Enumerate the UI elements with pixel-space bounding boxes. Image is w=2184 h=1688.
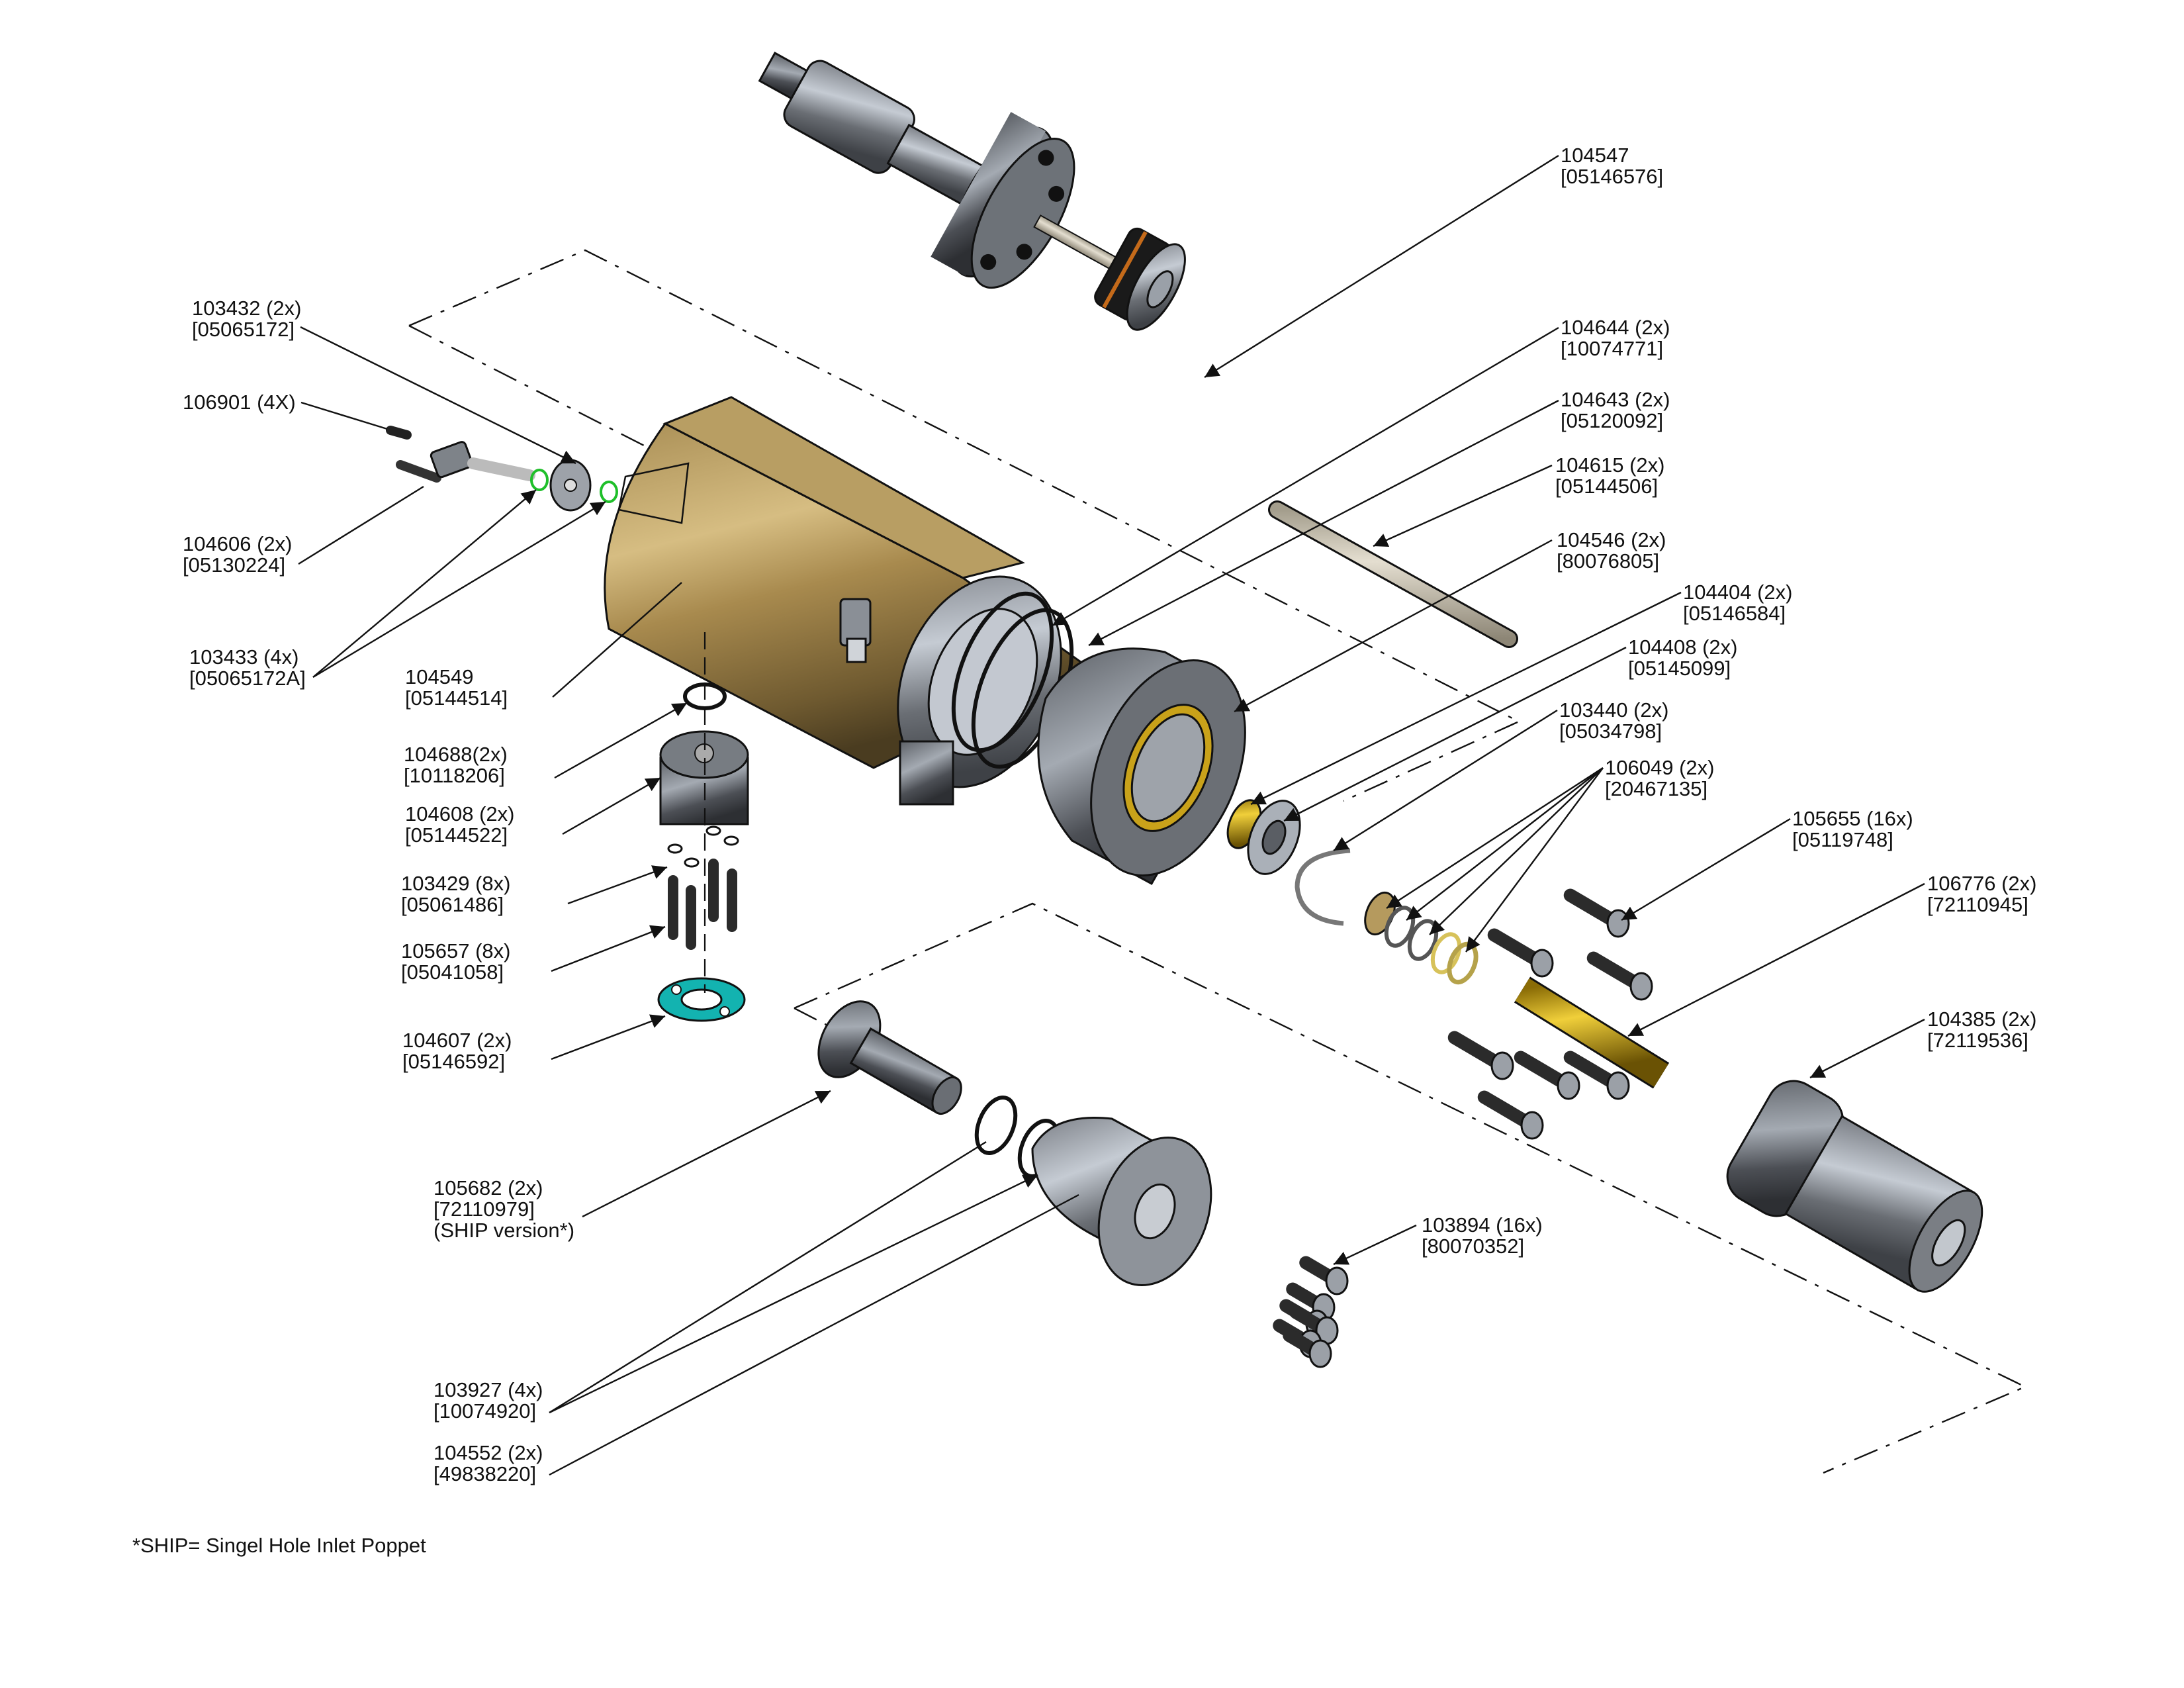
part-104606-pressure-switch[interactable]	[396, 441, 535, 483]
callout-106901: 106901 (4X)	[183, 391, 296, 414]
callout-106776: 106776 (2x)[72110945]	[1927, 872, 2036, 916]
callout-104552: 104552 (2x)[49838220]	[433, 1441, 543, 1485]
callout-104385: 104385 (2x)[72119536]	[1927, 1008, 2036, 1052]
bolt-head	[1308, 1339, 1332, 1368]
part-104644-oring[interactable]	[934, 580, 1072, 764]
callout-104607: 104607 (2x)[05146592]	[402, 1029, 512, 1073]
bolt-head	[1606, 909, 1630, 938]
part-103433-oring-b[interactable]	[600, 481, 618, 503]
bolt-head	[1325, 1266, 1349, 1295]
part-103894-studs[interactable]	[1273, 1256, 1349, 1368]
bolt-head	[1606, 1071, 1630, 1100]
part-104607-gasket[interactable]	[657, 977, 746, 1022]
part-104552-check-valve-body[interactable]	[1031, 1116, 1231, 1301]
assembly-boundary-lower	[794, 902, 2027, 1474]
callout-104606: 104606 (2x)[05130224]	[183, 532, 292, 577]
callout-104615: 104615 (2x)[05144506]	[1555, 453, 1664, 498]
part-104385-gland-nut[interactable]	[1717, 1071, 2001, 1311]
part-103440-retaining-ring[interactable]	[1295, 848, 1351, 926]
callout-105682: 105682 (2x)[72110979](SHIP version*)	[433, 1176, 574, 1242]
callout-103433: 103433 (4x)[05065172A]	[189, 645, 306, 690]
inlet-port	[899, 740, 954, 806]
callout-labels: 104547[05146576] 104644 (2x)[10074771] 1…	[183, 144, 2036, 1485]
part-104615-plunger-rod[interactable]	[1268, 500, 1518, 648]
callout-104547: 104547[05146576]	[1561, 144, 1663, 188]
part-105655-bolts[interactable]	[1447, 888, 1653, 1140]
callout-103440: 103440 (2x)[05034798]	[1559, 698, 1668, 743]
callout-103927: 103927 (4x)[10074920]	[433, 1378, 543, 1423]
bolt-head	[1520, 1111, 1544, 1140]
bolt-head	[1490, 1051, 1514, 1080]
leader-lines	[298, 154, 1925, 1476]
part-103433-oring-a[interactable]	[530, 469, 549, 491]
bolt-head	[1629, 972, 1653, 1001]
part-104547-cartridge[interactable]	[725, 0, 1214, 369]
sensor-mount-plate	[617, 462, 690, 524]
pressure-sensor-small	[839, 598, 872, 663]
part-103432-adapter-disc[interactable]	[549, 459, 592, 512]
part-104546-end-cap[interactable]	[1037, 637, 1275, 898]
footnote: *SHIP= Singel Hole Inlet Poppet	[132, 1534, 426, 1557]
callout-104404: 104404 (2x)[05146584]	[1683, 581, 1792, 625]
callout-103894: 103894 (16x)[80070352]	[1422, 1213, 1543, 1258]
callout-104546: 104546 (2x)[80076805]	[1557, 528, 1666, 573]
callout-103432: 103432 (2x)[05065172]	[192, 297, 301, 341]
bolt-head	[1557, 1071, 1580, 1100]
callout-104608: 104608 (2x)[05144522]	[405, 802, 514, 847]
part-105682-inlet-poppet[interactable]	[806, 990, 978, 1137]
part-105657-cap-screws[interactable]	[668, 859, 737, 950]
part-103429-orings[interactable]	[667, 825, 739, 868]
part-103927-oring-a[interactable]	[969, 1092, 1023, 1158]
callout-105657: 105657 (8x)[05041058]	[401, 939, 510, 984]
callout-104644: 104644 (2x)[10074771]	[1561, 316, 1670, 360]
part-106901-screw[interactable]	[386, 426, 412, 440]
part-106776-sleeve[interactable]	[1514, 976, 1670, 1089]
callout-104549: 104549[05144514]	[405, 665, 508, 710]
callout-104643: 104643 (2x)[05120092]	[1561, 388, 1670, 432]
callout-105655: 105655 (16x)[05119748]	[1792, 807, 1913, 851]
callout-106049: 106049 (2x)[20467135]	[1605, 756, 1714, 800]
callout-103429: 103429 (8x)[05061486]	[401, 872, 510, 916]
callout-104688: 104688(2x)[10118206]	[404, 743, 508, 787]
bolt-head	[1530, 949, 1554, 978]
callout-104408: 104408 (2x)[05145099]	[1628, 635, 1737, 680]
